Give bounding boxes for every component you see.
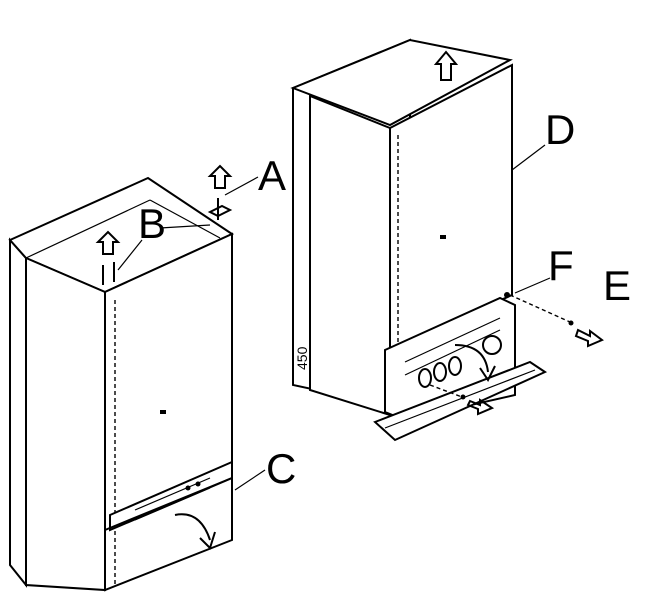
left-boiler-side-face: [25, 256, 106, 592]
right-boiler-top: [290, 38, 513, 127]
leader-a: [224, 176, 259, 196]
knob-icon: [448, 356, 462, 376]
leader-b1: [117, 239, 143, 271]
screw-icon: [460, 394, 466, 400]
left-boiler-front: [104, 232, 233, 592]
dimension-label: 450: [294, 346, 310, 370]
side-arrow-icon: [574, 328, 604, 348]
bracket-a: [207, 204, 233, 218]
label-b: B: [138, 200, 166, 247]
left-boiler-side-panel: [9, 237, 27, 588]
right-boiler-side: [309, 94, 391, 417]
screw-path-lower: [429, 384, 463, 398]
left-boiler: [8, 164, 235, 592]
curved-arrow-icon: [454, 344, 489, 373]
right-boiler: [290, 38, 604, 442]
label-e: E: [603, 262, 631, 309]
label-c: C: [266, 445, 296, 492]
up-arrow-icon: [433, 50, 459, 81]
logo-mark: [440, 235, 446, 239]
right-boiler-front: [389, 63, 513, 352]
gauge-icon: [482, 335, 502, 355]
side-arrow-icon: [466, 398, 495, 416]
up-arrow-icon: [95, 230, 121, 255]
leader-c: [234, 469, 266, 491]
up-arrow-icon: [207, 164, 233, 189]
label-f: F: [548, 242, 574, 289]
knob-icon: [418, 368, 432, 388]
leader-d: [511, 144, 546, 171]
curved-arrow-icon: [174, 513, 211, 541]
screw-icon: [504, 292, 510, 298]
knob-icon: [195, 481, 201, 487]
screw-icon: [568, 320, 574, 326]
label-d: D: [545, 106, 575, 153]
logo-mark: [160, 410, 166, 414]
curved-arrow-head: [479, 365, 496, 382]
screw-path-e: [509, 294, 571, 323]
leader-f: [514, 277, 551, 294]
right-boiler-cover: [373, 360, 548, 442]
label-a: A: [258, 152, 286, 199]
leader-b2: [159, 224, 211, 229]
curved-arrow-head: [199, 531, 216, 550]
knob-icon: [185, 485, 191, 491]
knob-icon: [433, 362, 447, 382]
